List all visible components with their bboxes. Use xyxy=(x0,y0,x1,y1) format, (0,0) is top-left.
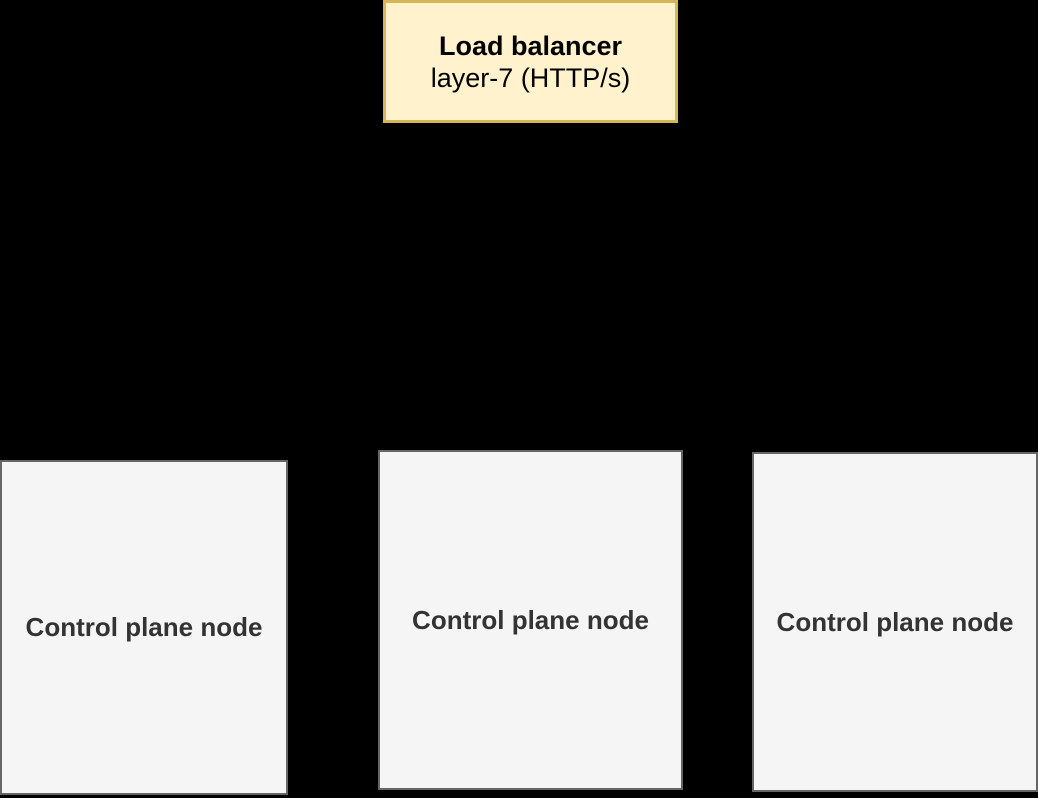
load-balancer-title: Load balancer xyxy=(438,30,623,61)
control-plane-node-box-3: Control plane node xyxy=(752,452,1038,792)
control-plane-node-box-2: Control plane node xyxy=(378,450,683,790)
load-balancer-subtitle: layer-7 (HTTP/s) xyxy=(430,62,631,93)
load-balancer-box: Load balancer layer-7 (HTTP/s) xyxy=(383,0,678,123)
control-plane-node-label: Control plane node xyxy=(412,604,649,635)
control-plane-node-label: Control plane node xyxy=(776,606,1014,637)
control-plane-node-label: Control plane node xyxy=(25,612,263,642)
control-plane-node-box-1: Control plane node xyxy=(0,460,288,795)
